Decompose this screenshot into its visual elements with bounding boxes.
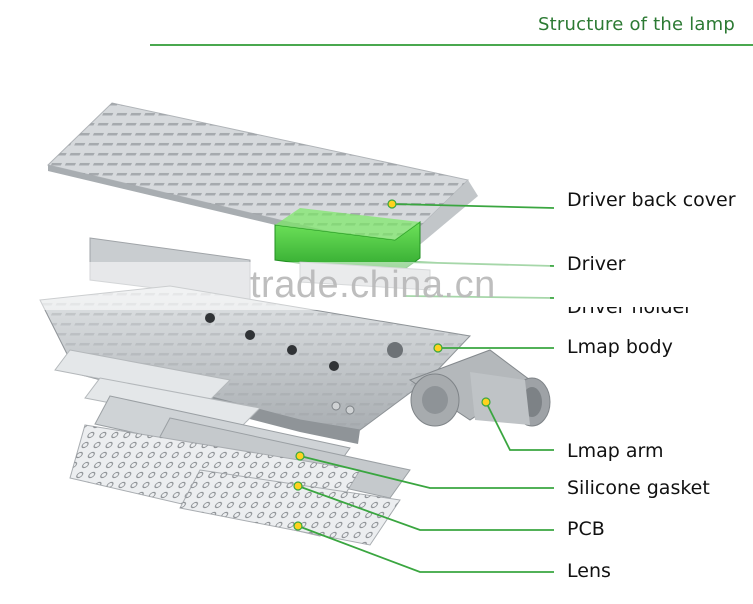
leader-driver-back-cover [391,203,555,209]
label-driver-holder: Driver holder [567,296,693,318]
driver-back-cover-part [46,102,478,258]
watermark-band [30,262,550,310]
watermark-text: trade.china.cn [250,264,496,306]
leader-lamp-arm [485,401,554,451]
label-silicone-gasket: Silicone gasket [567,477,710,499]
label-driver-back-cover: Driver back cover [567,189,736,211]
label-lens: Lens [567,560,611,582]
leader-lens [297,525,554,573]
label-lamp-arm: Lmap arm [567,440,664,462]
label-pcb: PCB [567,518,605,540]
title-underline [150,44,753,46]
leader-pcb [297,485,554,531]
leader-silicone-gasket [299,455,554,489]
lens-part [69,424,401,546]
page-title: Structure of the lamp [538,14,735,35]
leader-dots [293,199,491,531]
label-driver: Driver [567,253,626,275]
label-lamp-body: Lmap body [567,336,673,358]
lamp-arm-part [408,349,551,427]
